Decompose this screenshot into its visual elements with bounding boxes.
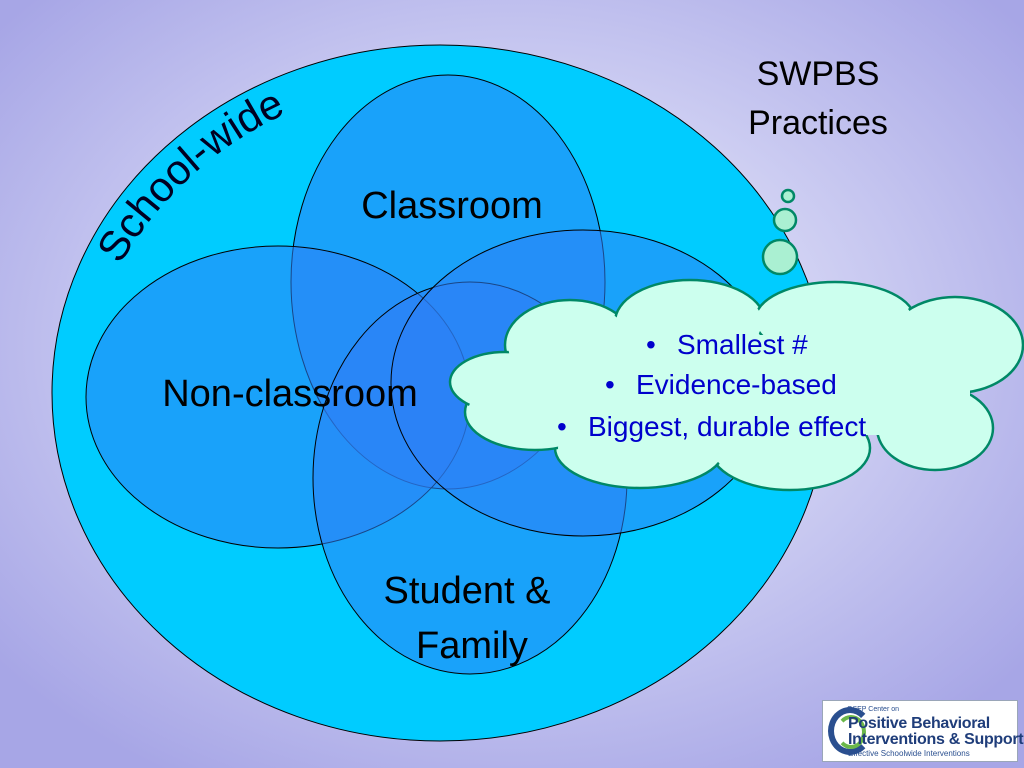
logo-line1: Positive Behavioral — [848, 715, 990, 732]
bullet-evidence-based: Evidence-based — [636, 369, 837, 400]
thought-bubble-large — [761, 238, 799, 276]
bullet-marker-3: • — [557, 411, 567, 442]
bullet-biggest-effect: Biggest, durable effect — [588, 411, 866, 442]
logo-tagline: Effective Schoolwide Interventions — [848, 749, 970, 758]
non-classroom-label: Non-classroom — [162, 373, 418, 415]
classroom-label: Classroom — [361, 185, 543, 227]
logo-ring-icon — [828, 707, 872, 755]
logo-inner-ring-icon — [836, 715, 866, 749]
logo-small-text: OSEP Center on — [847, 706, 900, 713]
student-family-label-line1: Student & — [384, 570, 551, 612]
thought-bubble-small — [780, 188, 796, 204]
student-family-label-line2: Family — [416, 625, 528, 667]
bullet-marker-1: • — [646, 329, 656, 360]
swpbs-title-line2: Practices — [748, 104, 888, 142]
thought-bubble-medium — [772, 207, 798, 233]
pbis-logo: OSEP Center on Positive Behavioral Inter… — [822, 700, 1024, 762]
practice-cloud — [448, 278, 1024, 492]
swpbs-title-line1: SWPBS — [757, 55, 880, 93]
logo-line2: Interventions & Supports — [848, 731, 1024, 748]
bullet-smallest: Smallest # — [677, 329, 808, 360]
bullet-marker-2: • — [605, 369, 615, 400]
